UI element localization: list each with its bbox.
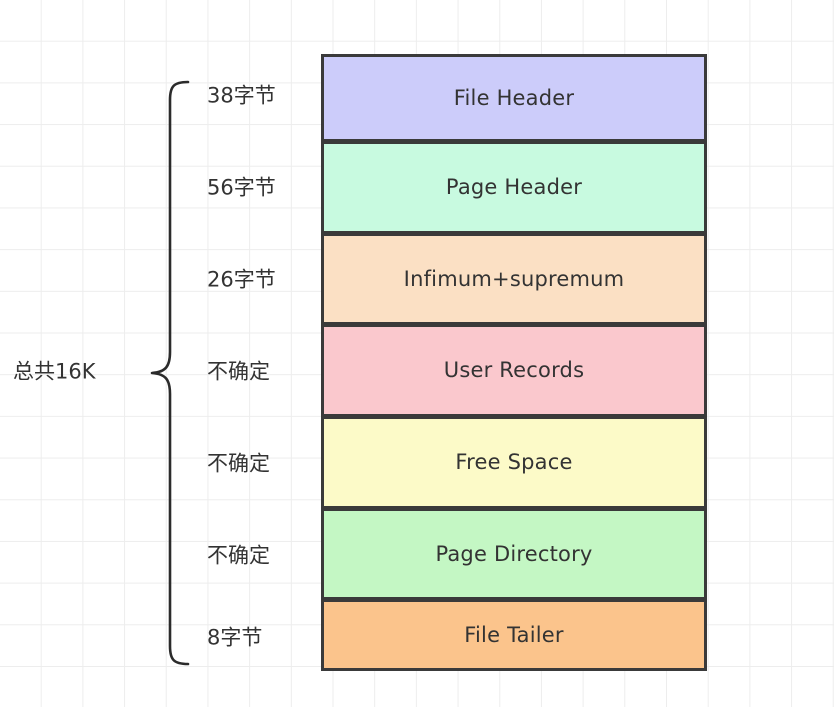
size-label-page-directory: 不确定 — [207, 543, 270, 568]
curly-brace-icon — [150, 80, 190, 666]
block-page-header: Page Header — [321, 141, 707, 234]
block-free-space: Free Space — [321, 416, 707, 509]
page-structure-stack: File Header Page Header Infimum+supremum… — [321, 54, 707, 674]
size-label-file-tailer: 8字节 — [207, 625, 263, 650]
total-size-label: 总共16K — [13, 359, 96, 384]
size-label-file-header: 38字节 — [207, 83, 276, 108]
block-user-records: User Records — [321, 324, 707, 417]
block-label: User Records — [443, 358, 585, 382]
block-file-tailer: File Tailer — [321, 599, 707, 671]
block-file-header: File Header — [321, 54, 707, 142]
size-label-user-records: 不确定 — [207, 359, 270, 384]
block-label: Infimum+supremum — [403, 266, 625, 291]
block-infimum-supremum: Infimum+supremum — [321, 233, 707, 325]
block-label: File Tailer — [464, 622, 564, 647]
size-label-page-header: 56字节 — [207, 175, 276, 200]
block-page-directory: Page Directory — [321, 508, 707, 600]
block-label: File Header — [453, 85, 575, 110]
block-label: Page Header — [445, 175, 583, 199]
size-label-free-space: 不确定 — [207, 451, 270, 476]
block-label: Page Directory — [435, 541, 593, 566]
block-label: Free Space — [455, 450, 573, 474]
size-label-infimum-supremum: 26字节 — [207, 267, 276, 292]
